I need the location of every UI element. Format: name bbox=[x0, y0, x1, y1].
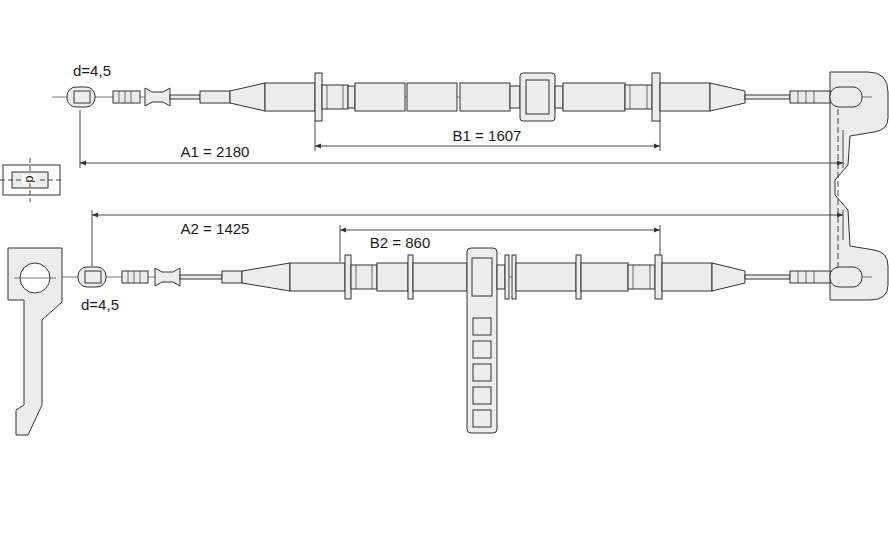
thread-lines bbox=[119, 85, 814, 109]
lower-cable bbox=[78, 248, 862, 433]
diameter-label: d=4,5 bbox=[79, 296, 121, 313]
diameter-label: d=4,5 bbox=[71, 62, 113, 79]
end-fitting-view bbox=[8, 248, 62, 435]
upper-cable bbox=[67, 73, 862, 121]
dimension-label: B2 = 860 bbox=[368, 234, 432, 251]
thread-lines bbox=[128, 265, 814, 289]
end-bracket bbox=[830, 72, 888, 300]
section-letter: d bbox=[23, 174, 37, 183]
center-line bbox=[14, 278, 56, 279]
dimension-label: A2 = 1425 bbox=[179, 220, 252, 237]
section-icon bbox=[0, 158, 64, 202]
bracket-centerline bbox=[838, 100, 839, 286]
dimension-lines bbox=[80, 110, 843, 266]
dimension-label: B1 = 1607 bbox=[451, 127, 524, 144]
dimension-label: A1 = 2180 bbox=[179, 143, 252, 160]
